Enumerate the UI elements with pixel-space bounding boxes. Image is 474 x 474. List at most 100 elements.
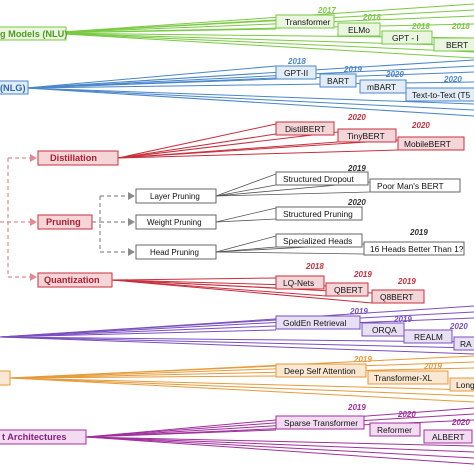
retrieval-year-3: 2020 [449, 322, 468, 331]
longrange-year-1: 2019 [353, 355, 372, 364]
nlg-category-label: (NLG) [0, 83, 26, 93]
nlu-section: g Models (NLU) 2017 Transformer 2018 ELM… [0, 3, 474, 59]
model-box-mbart [359, 79, 407, 94]
model-label-bert: BERT [446, 40, 468, 50]
nlu-category-box [0, 26, 67, 41]
retrieval-section: GoldEn Retrieval 2019 ORQA 2019 REALM 20… [0, 305, 474, 355]
model-label-albert: ALBERT [432, 432, 464, 442]
pruning-type-connectors [92, 195, 128, 253]
model-box-structured-dropout [275, 171, 369, 186]
model-box-lq-nets [275, 275, 325, 290]
nlu-year-1: 2017 [317, 6, 336, 15]
model-box-golden-retrieval [275, 315, 361, 330]
model-box-deep-self-attention [275, 363, 367, 378]
layer-pruning-box [135, 188, 217, 204]
model-box-tinybert [337, 128, 397, 143]
efficient-section: t Architectures 2019 Sparse Transformer … [0, 403, 474, 465]
pruning-section: Pruning Layer Pruning Structured Dropout… [37, 164, 465, 260]
nlu-year-4: 2018 [451, 22, 470, 31]
weight-pruning-label: Weight Pruning [147, 218, 202, 227]
model-box-poor-mans-bert [369, 178, 461, 193]
quantization-year-2: 2019 [353, 270, 372, 279]
model-box-gpt-1 [381, 30, 433, 45]
efficient-year-2: 2020 [397, 410, 416, 419]
model-label-realm: REALM [414, 332, 443, 342]
pruning-category-label: Pruning [46, 217, 81, 227]
head-pruning-year-1: 2019 [409, 228, 428, 237]
retrieval-fan-lines [0, 305, 474, 355]
model-label-transformer-xl: Transformer-XL [374, 373, 433, 383]
nlu-fan-lines [45, 3, 474, 59]
nlg-section: (NLG) 2018 GPT-II 2019 BART 2020 mBART 2… [0, 57, 474, 117]
model-box-distilbert [275, 121, 335, 136]
efficient-year-3: 2020 [451, 418, 470, 427]
nlg-year-1: 2018 [287, 57, 306, 66]
model-box-q8bert [371, 289, 425, 304]
model-label-lq-nets: LQ-Nets [283, 278, 314, 288]
model-label-rag: RA [460, 339, 472, 349]
retrieval-year-2: 2019 [393, 315, 412, 324]
model-box-transformer-xl [367, 370, 449, 385]
model-label-mbart: mBART [367, 82, 396, 92]
model-box-qbert [325, 282, 369, 297]
nlg-year-4: 2020 [443, 75, 462, 84]
model-box-gpt-2 [275, 65, 317, 80]
compression-tree-connectors [0, 157, 30, 278]
layer-pruning-year-1: 2019 [347, 164, 366, 173]
model-label-orqa: ORQA [372, 325, 397, 335]
layer-pruning-label: Layer Pruning [150, 192, 200, 201]
model-label-t5: Text-to-Text (T5 [412, 90, 471, 100]
model-box-albert [423, 429, 473, 444]
retrieval-year-1: 2019 [349, 307, 368, 316]
model-label-elmo: ELMo [348, 25, 370, 35]
model-label-reformer: Reformer [377, 425, 412, 435]
model-label-golden-retrieval: GoldEn Retrieval [283, 318, 346, 328]
efficient-year-1: 2019 [347, 403, 366, 412]
nlg-year-3: 2020 [385, 70, 404, 79]
model-label-longformer: Long [456, 380, 474, 390]
model-box-mobilebert [397, 136, 465, 151]
distillation-year-1: 2020 [347, 113, 366, 122]
model-box-elmo [337, 22, 381, 37]
model-box-bart [319, 73, 357, 88]
model-box-specialized-heads [275, 233, 363, 248]
model-label-bart: BART [327, 76, 349, 86]
model-box-realm [403, 329, 453, 344]
nlu-category-label: g Models (NLU) [0, 29, 67, 39]
model-label-gpt-1: GPT - I [392, 33, 419, 43]
quantization-category-label: Quantization [44, 275, 100, 285]
model-box-structured-pruning [275, 206, 363, 221]
quantization-year-3: 2019 [397, 277, 416, 286]
nlg-year-2: 2019 [343, 65, 362, 74]
model-label-distilbert: DistilBERT [285, 124, 325, 134]
quantization-category-box [37, 272, 113, 288]
model-label-structured-pruning: Structured Pruning [283, 209, 353, 219]
weight-pruning-box [135, 214, 217, 230]
model-box-sparse-transformer [275, 415, 365, 430]
model-label-specialized-heads: Specialized Heads [283, 236, 352, 246]
model-box-bert [433, 37, 474, 52]
model-label-deep-self-attention: Deep Self Attention [284, 366, 356, 376]
quantization-section: Quantization 2018 LQ-Nets 2019 QBERT 201… [37, 262, 425, 304]
weight-pruning-year-1: 2020 [347, 198, 366, 207]
distillation-category-label: Distillation [50, 153, 97, 163]
distillation-section: Distillation DistilBERT 2020 TinyBERT 20… [37, 113, 465, 166]
efficient-category-box [0, 429, 87, 445]
weight-pruning-fan-lines [215, 207, 277, 223]
longrange-year-2: 2019 [423, 362, 442, 371]
model-box-reformer [369, 422, 421, 437]
model-label-poor-mans-bert: Poor Man's BERT [377, 181, 444, 191]
model-label-16-heads: 16 Heads Better Than 1? [370, 244, 464, 254]
longrange-fan-lines [9, 355, 474, 403]
model-box-transformer [275, 14, 335, 29]
model-label-transformer: Transformer [285, 17, 331, 27]
model-box-rag [453, 336, 474, 351]
nlu-year-3: 2018 [411, 22, 430, 31]
longrange-category-box [0, 370, 11, 386]
longrange-section: Deep Self Attention 2019 Transformer-XL … [0, 355, 474, 403]
compression-tree-arrowheads [30, 154, 37, 281]
model-label-tinybert: TinyBERT [347, 131, 385, 141]
nlu-year-2: 2018 [362, 13, 381, 22]
head-pruning-label: Head Pruning [150, 248, 199, 257]
